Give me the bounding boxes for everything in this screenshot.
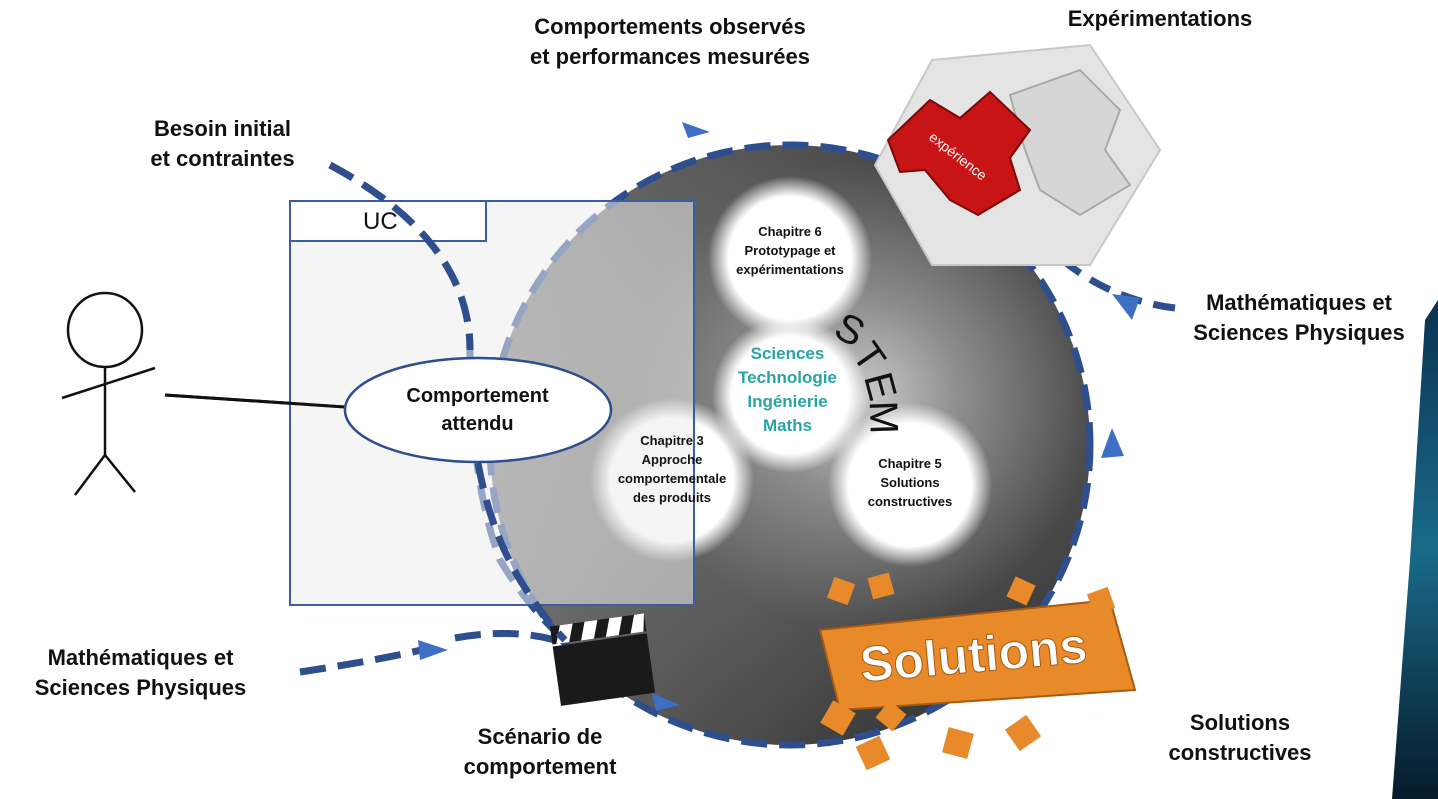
chapter-5-circle: [828, 403, 992, 567]
cycle-arrowhead: [1101, 428, 1124, 458]
label-experimentations: Expérimentations: [1067, 6, 1253, 31]
maths-right-arrowhead: [1112, 294, 1140, 320]
cycle-dashed-line: [486, 141, 1094, 749]
use-case-comportement-attendu: Comportement attendu: [345, 360, 610, 460]
cycle-arrowhead: [652, 693, 680, 711]
clapperboard-icon: [549, 613, 656, 706]
experience-puzzle-icon: expérience: [873, 43, 1162, 266]
uc-label: UC: [289, 200, 487, 242]
chapter-6-circle: [708, 176, 872, 340]
use-case-line-1: Comportement: [406, 385, 549, 407]
use-case-line-2: attendu: [441, 413, 514, 435]
maths-left-arrowhead: [418, 640, 448, 660]
stem-disciplines: Sciences Technologie Ingénierie Maths: [738, 344, 837, 435]
center-circle: [712, 317, 868, 473]
stem-letter: M: [860, 400, 906, 435]
actor-icon: [61, 291, 156, 496]
maths-left-dashed-line: [299, 644, 431, 676]
maths-right-dashed-line: [1057, 255, 1176, 312]
cycle-arrowhead: [682, 122, 710, 138]
background-strip: [1392, 300, 1438, 799]
solutions-puzzle-icon: Solutions: [818, 572, 1137, 771]
